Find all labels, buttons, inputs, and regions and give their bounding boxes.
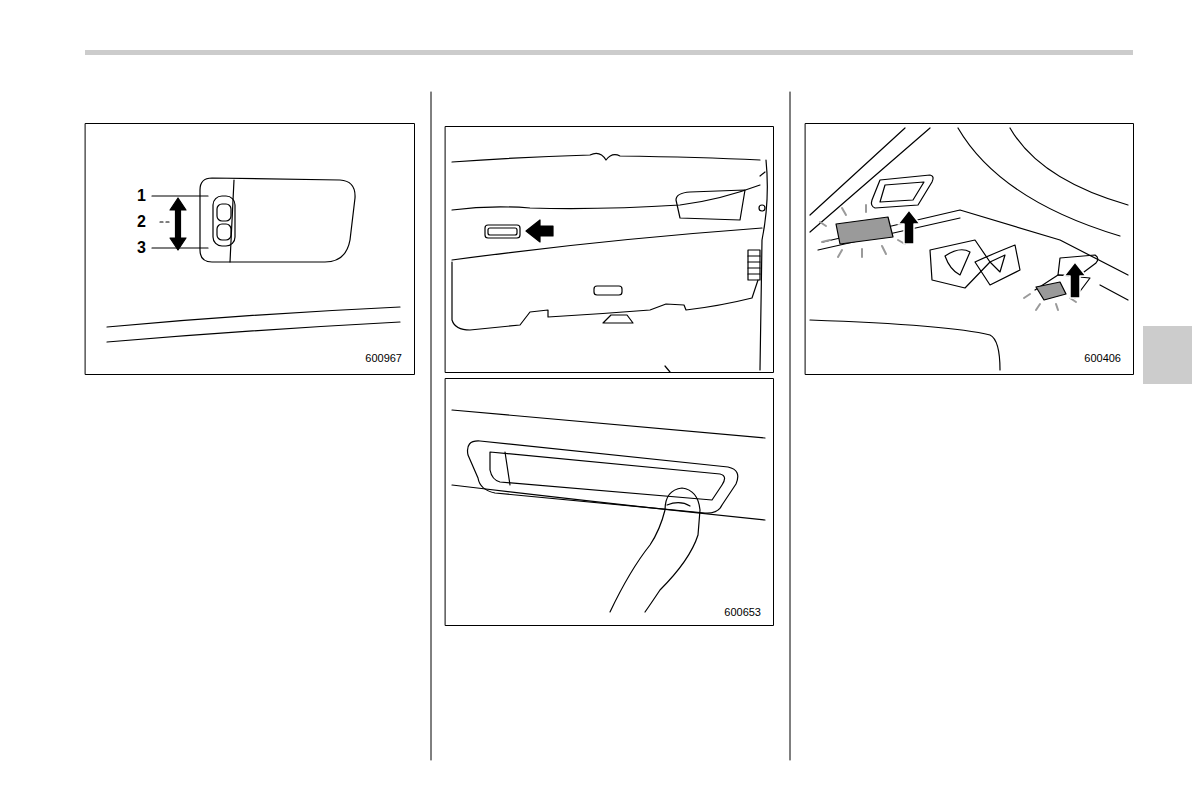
figure-code: 600653 [724, 607, 761, 618]
figure-code: 600406 [1084, 353, 1121, 364]
cargo-light-illustration [452, 410, 765, 612]
callout-number: 1 [137, 188, 146, 204]
callout-number: 3 [137, 240, 146, 256]
section-tab [1143, 326, 1192, 384]
figure-frame [446, 127, 774, 373]
figure-frame [86, 124, 415, 375]
header-rule [85, 50, 1133, 55]
figure-frame [806, 124, 1134, 375]
callout-number: 2 [137, 214, 146, 230]
column-divider [431, 92, 432, 760]
column-divider [790, 92, 791, 760]
figure-frame [446, 379, 774, 626]
map-light-illustration [107, 178, 400, 342]
figure-code: 600967 [365, 353, 402, 364]
liftgate-illustration [452, 153, 767, 372]
overhead-console-illustration [810, 128, 1128, 370]
